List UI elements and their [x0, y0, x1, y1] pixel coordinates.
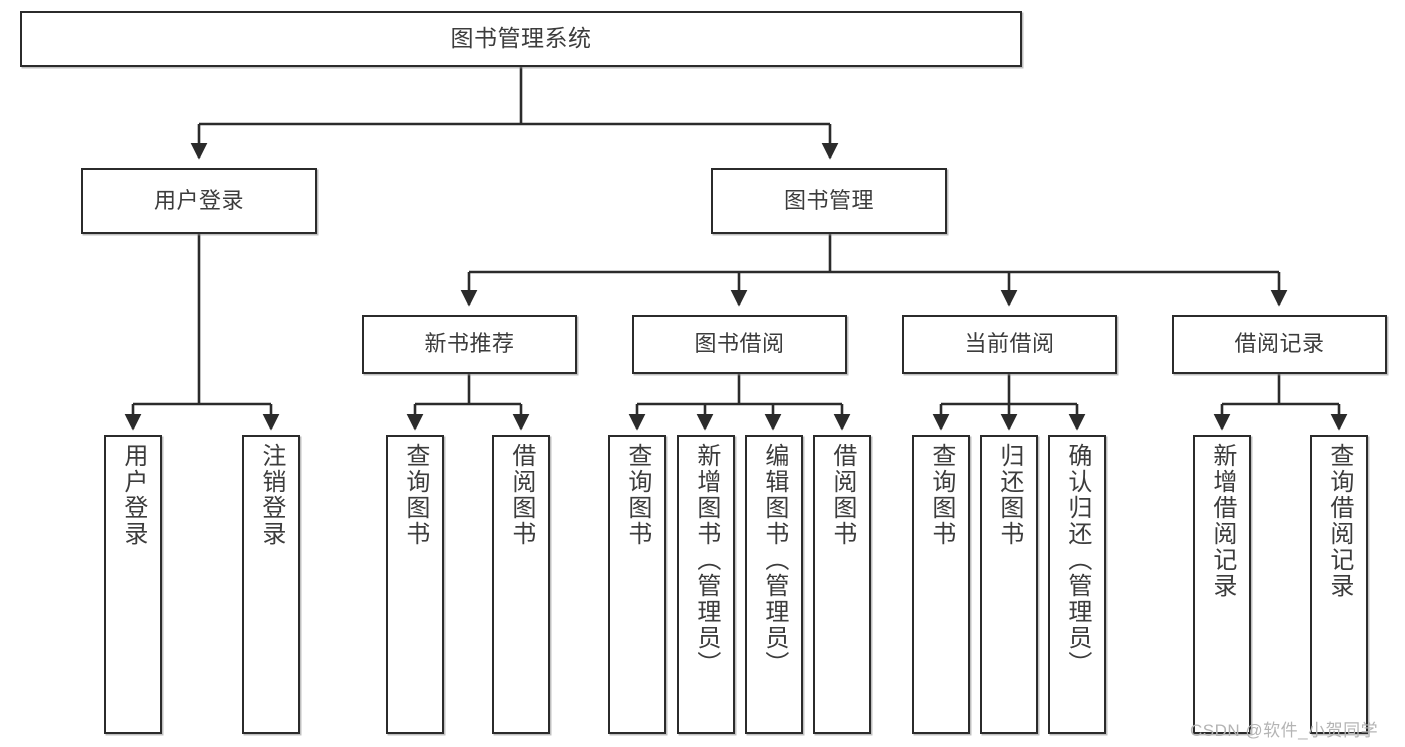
node-label: 新增借阅记录 [1208, 443, 1236, 599]
node-current-borrow[interactable]: 当前借阅 [902, 315, 1117, 374]
csdn-watermark: CSDN @软件_小贺同学 [1190, 721, 1379, 740]
leaf-query-book-borrow[interactable]: 查询图书 [608, 435, 666, 734]
leaf-add-book-admin[interactable]: 新增图书（管理员） [677, 435, 735, 734]
leaf-edit-book-admin[interactable]: 编辑图书（管理员） [745, 435, 803, 734]
node-label: 查询图书 [623, 443, 651, 547]
node-label: 归还图书 [995, 443, 1023, 547]
node-label: 查询图书 [927, 443, 955, 547]
node-label: 图书管理 [783, 187, 874, 213]
leaf-query-book-current[interactable]: 查询图书 [912, 435, 970, 734]
node-book-borrow[interactable]: 图书借阅 [632, 315, 847, 374]
leaf-user-login[interactable]: 用户登录 [104, 435, 162, 734]
node-label: 借阅图书 [828, 443, 856, 547]
leaf-borrow-book[interactable]: 借阅图书 [813, 435, 871, 734]
node-label: 新增图书（管理员） [692, 443, 720, 677]
node-label: 注销登录 [257, 443, 285, 547]
leaf-logout-login[interactable]: 注销登录 [242, 435, 300, 734]
node-label: 编辑图书（管理员） [760, 443, 788, 677]
leaf-borrow-book-recommend[interactable]: 借阅图书 [492, 435, 550, 734]
leaf-query-borrow-record[interactable]: 查询借阅记录 [1310, 435, 1368, 734]
node-borrow-record[interactable]: 借阅记录 [1172, 315, 1387, 374]
leaf-add-borrow-record[interactable]: 新增借阅记录 [1193, 435, 1251, 734]
node-label: 确认归还（管理员） [1063, 443, 1091, 677]
node-label: 借阅记录 [1234, 331, 1325, 357]
node-label: 图书管理系统 [450, 25, 592, 52]
node-user-login[interactable]: 用户登录 [81, 168, 317, 234]
leaf-return-book[interactable]: 归还图书 [980, 435, 1038, 734]
node-label: 当前借阅 [964, 331, 1055, 357]
node-label: 新书推荐 [424, 331, 515, 357]
leaf-confirm-return-admin[interactable]: 确认归还（管理员） [1048, 435, 1106, 734]
node-label: 查询借阅记录 [1325, 443, 1353, 599]
node-label: 用户登录 [119, 443, 147, 547]
node-root-book-management-system[interactable]: 图书管理系统 [20, 11, 1022, 67]
node-new-book-recommend[interactable]: 新书推荐 [362, 315, 577, 374]
leaf-query-book-recommend[interactable]: 查询图书 [386, 435, 444, 734]
node-book-management[interactable]: 图书管理 [711, 168, 947, 234]
node-label: 图书借阅 [694, 331, 785, 357]
node-label: 查询图书 [401, 443, 429, 547]
node-label: 用户登录 [153, 187, 244, 213]
node-label: 借阅图书 [507, 443, 535, 547]
